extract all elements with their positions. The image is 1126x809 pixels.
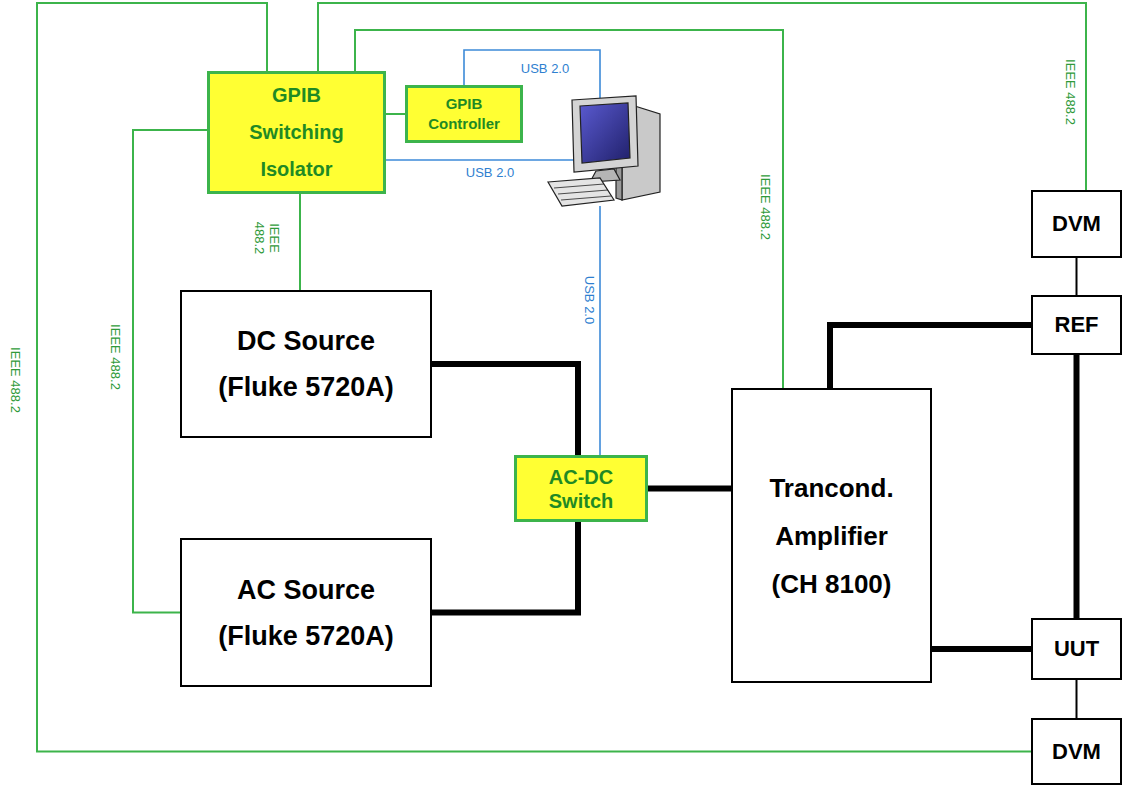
- box-label: REF: [1055, 312, 1099, 338]
- box-label: DC Source (Fluke 5720A): [201, 318, 411, 410]
- monitor-screen: [580, 103, 630, 163]
- signal-wire: [432, 364, 578, 455]
- meter-box: DVM: [1031, 718, 1122, 785]
- box-label: DVM: [1052, 739, 1101, 765]
- bus-label: IEEE 488.2: [108, 324, 123, 390]
- signal-wire: [432, 522, 578, 613]
- box-label: GPIB Controller: [419, 94, 509, 134]
- bus-label: IEEE 488.2: [1063, 59, 1078, 125]
- keyboard-keys: [561, 196, 611, 200]
- isolator-box: GPIB Switching Isolator: [207, 71, 386, 194]
- gpib-cable: [299, 194, 301, 290]
- bus-label: IEEE 488.2: [8, 347, 23, 413]
- usb-label: USB 2.0: [466, 165, 514, 180]
- meter-box: DVM: [1031, 190, 1122, 258]
- usb-label: USB 2.0: [582, 276, 597, 324]
- source-box: DC Source (Fluke 5720A): [180, 290, 432, 438]
- box-label: AC Source (Fluke 5720A): [201, 567, 411, 659]
- uut-box: UUT: [1031, 618, 1122, 680]
- usb-label: USB 2.0: [521, 61, 569, 76]
- keyboard: [548, 178, 614, 206]
- bus-label: IEEE 488.2: [252, 216, 282, 261]
- box-label: AC-DC Switch: [531, 465, 631, 513]
- signal-wire: [1076, 258, 1078, 295]
- signal-wire: [830, 325, 1031, 388]
- source-box: AC Source (Fluke 5720A): [180, 538, 432, 687]
- computer-icon: [548, 96, 660, 206]
- gpib-cable: [318, 3, 1086, 190]
- signal-wire: [648, 486, 731, 492]
- gpib-cable: [37, 3, 1031, 752]
- box-label: Trancond. Amplifier (CH 8100): [757, 464, 907, 608]
- gpib-cable: [386, 113, 405, 115]
- switch-box: AC-DC Switch: [514, 455, 648, 522]
- keyboard-keys: [558, 190, 608, 194]
- box-label: GPIB Switching Isolator: [237, 77, 357, 188]
- box-label: DVM: [1052, 211, 1101, 237]
- box-label: UUT: [1054, 636, 1099, 662]
- signal-wire: [1076, 680, 1078, 718]
- bus-label: IEEE 488.2: [758, 174, 773, 240]
- controller-box: GPIB Controller: [405, 85, 523, 143]
- signal-wire: [1074, 355, 1080, 618]
- keyboard-keys: [554, 184, 604, 188]
- monitor-case: [572, 96, 638, 172]
- amplifier-box: Trancond. Amplifier (CH 8100): [731, 388, 932, 683]
- reference-box: REF: [1031, 295, 1122, 355]
- usb-cable: [599, 206, 601, 455]
- usb-cable: [386, 159, 574, 161]
